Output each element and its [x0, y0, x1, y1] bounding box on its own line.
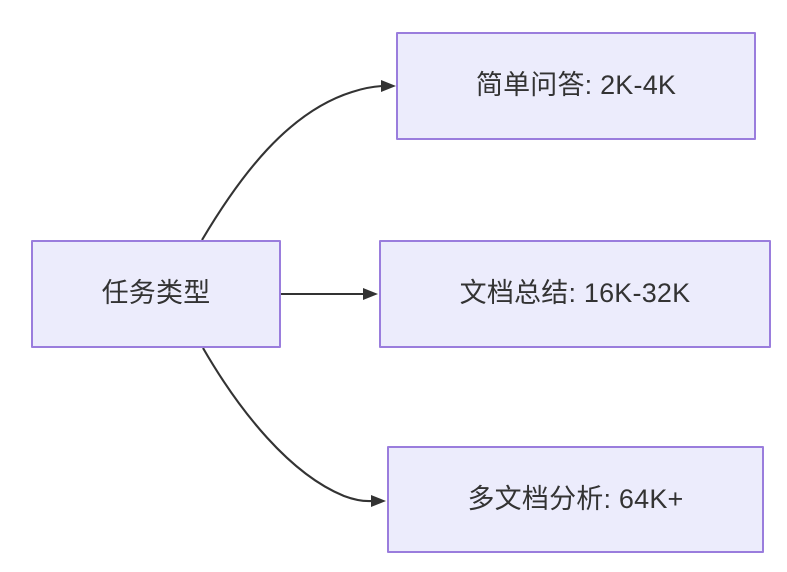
node-doc-summary[interactable]: 文档总结: 16K-32K [379, 240, 771, 348]
edge-source-to-doc-summary [281, 288, 378, 300]
node-multi-doc[interactable]: 多文档分析: 64K+ [387, 446, 764, 553]
edge-source-to-multi-doc [202, 347, 386, 507]
arrowhead-simple-qa [381, 80, 396, 92]
arrowhead-doc-summary [363, 288, 378, 300]
node-simple-qa-label: 简单问答: 2K-4K [475, 70, 677, 101]
edge-path-source-to-simple-qa [201, 84, 383, 241]
node-task-type-label: 任务类型 [101, 278, 211, 309]
node-task-type[interactable]: 任务类型 [31, 240, 281, 348]
edge-source-to-simple-qa [201, 80, 396, 241]
edge-path-source-to-multi-doc [202, 347, 373, 503]
node-doc-summary-label: 文档总结: 16K-32K [459, 278, 691, 309]
arrowhead-multi-doc [371, 495, 386, 507]
node-multi-doc-label: 多文档分析: 64K+ [467, 483, 684, 514]
node-simple-qa[interactable]: 简单问答: 2K-4K [396, 32, 756, 140]
